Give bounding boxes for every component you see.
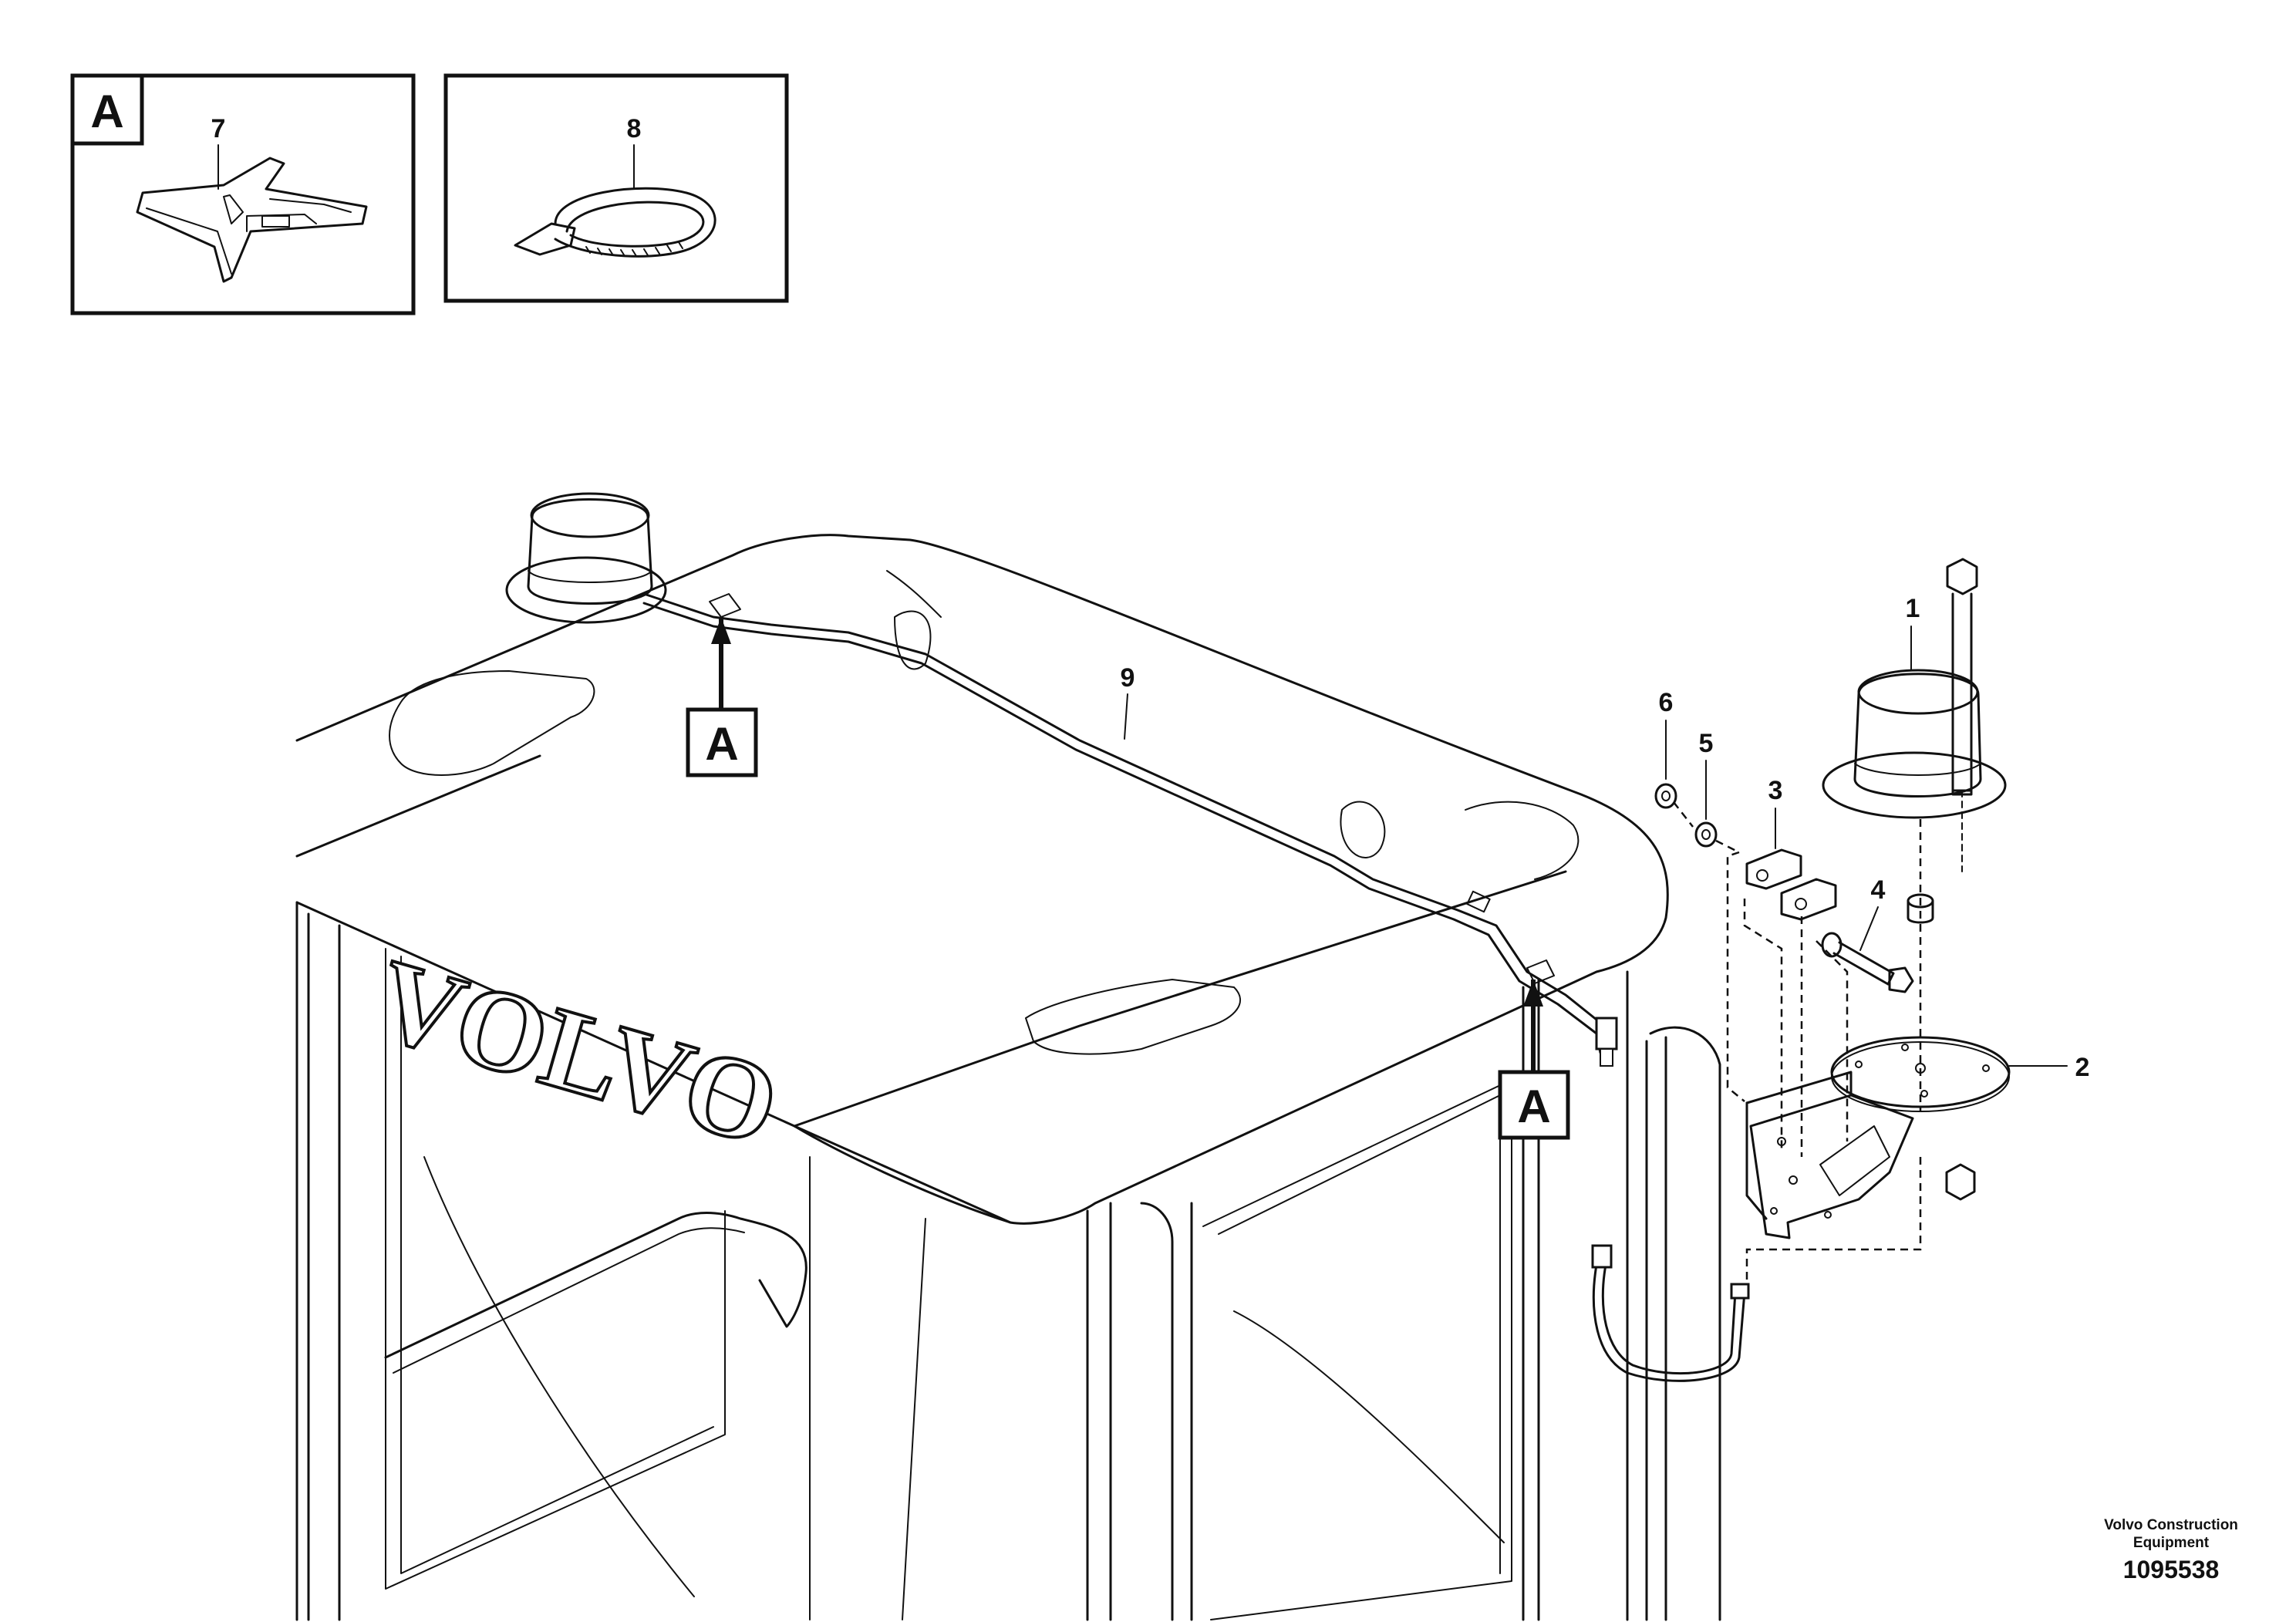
detail-a-tag-label: A <box>90 86 123 137</box>
cable-tie-icon <box>514 187 716 258</box>
callout-3: 3 <box>1768 776 1783 805</box>
inset-cable-tie: 8 <box>443 73 789 303</box>
screw-icon <box>1821 932 1914 993</box>
callout-1: 1 <box>1906 594 1920 623</box>
company-name-line2: Equipment <box>2133 1535 2210 1551</box>
mounting-bracket-icon <box>1745 1071 1914 1239</box>
callout-2: 2 <box>2075 1053 2090 1082</box>
detail-a-tag-left-label: A <box>705 718 738 770</box>
detail-a-pointer-left: A <box>686 617 758 777</box>
beacon-icon <box>1822 669 2007 819</box>
nut-icon <box>1945 1163 1976 1201</box>
callout-5: 5 <box>1699 729 1714 758</box>
exploded-beacon-assembly: 1 2 <box>1654 558 2090 1284</box>
inset-detail-a: A 7 <box>70 73 416 315</box>
lower-cable <box>1591 1244 1750 1382</box>
callout-6: 6 <box>1659 688 1674 717</box>
bolt-icon <box>1946 558 1978 872</box>
callout-9: 9 <box>1121 663 1135 693</box>
drawing-number: 1095538 <box>2123 1556 2220 1583</box>
company-name-line1: Volvo Construction <box>2104 1517 2238 1533</box>
clamp-icon <box>1745 848 1837 921</box>
volvo-logo: VOLVO <box>363 935 791 1171</box>
footer-block: Volvo Construction Equipment 1095538 <box>2104 1517 2238 1583</box>
cable-tie-mount-icon <box>136 157 368 283</box>
callout-7: 7 <box>211 114 226 143</box>
cable-harness <box>642 592 1618 1067</box>
detail-a-pointer-right: A <box>1498 980 1570 1140</box>
detail-a-tag-right-label: A <box>1517 1081 1550 1132</box>
roof-beacon-icon <box>505 492 667 624</box>
spacer-icon <box>1907 893 1934 924</box>
callout-8: 8 <box>627 114 642 143</box>
washer-5-icon <box>1694 821 1718 848</box>
detail-a-tag <box>70 73 144 146</box>
washer-6-icon <box>1654 783 1677 809</box>
callout-4: 4 <box>1871 875 1886 905</box>
cab-illustration: VOLVO <box>295 492 1750 1621</box>
